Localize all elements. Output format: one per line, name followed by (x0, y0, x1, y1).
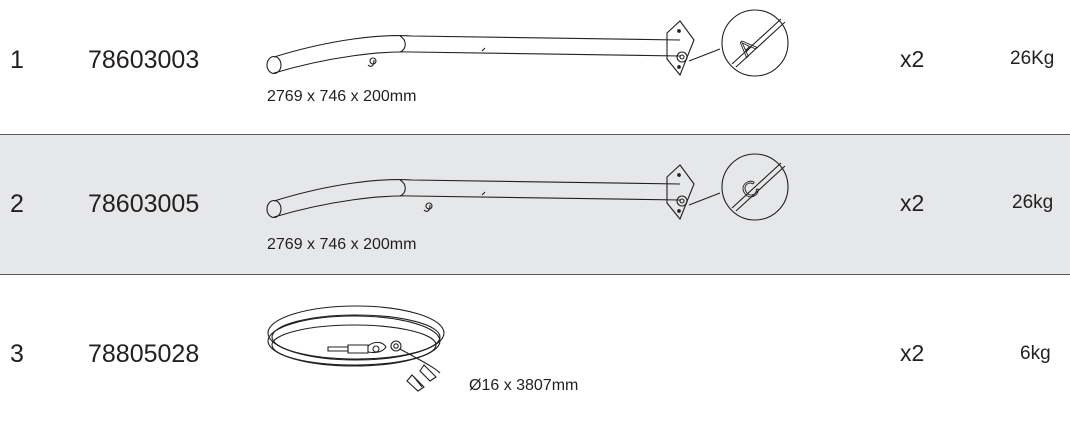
part-index: 1 (10, 46, 24, 74)
part-code: 78603003 (88, 46, 200, 74)
part-dimensions: Ø16 x 3807mm (469, 377, 579, 394)
part-weight: 26Kg (1010, 48, 1055, 69)
part-row-3: 3 78805028 Ø16 x 3807mm x2 6kg (0, 275, 1070, 423)
curved-tube-icon: C (262, 149, 792, 244)
part-code: 78603005 (88, 190, 200, 218)
part-quantity: x2 (900, 190, 925, 216)
part-quantity: x2 (900, 340, 925, 366)
part-weight: 26kg (1012, 192, 1054, 213)
part-quantity: x2 (900, 46, 925, 72)
part-weight: 6kg (1020, 343, 1051, 364)
part-dimensions: 2769 x 746 x 200mm (267, 88, 417, 105)
part-index: 2 (10, 190, 24, 218)
part-code: 78805028 (88, 340, 200, 368)
part-row-2: 2 78603005 C 2769 x 746 x 200mm x2 26kg (0, 134, 1070, 275)
part-dimensions: 2769 x 746 x 200mm (267, 236, 417, 253)
marker-letter: A (732, 33, 760, 61)
part-index: 3 (10, 340, 24, 368)
coiled-cable-icon (264, 295, 464, 395)
part-row-1: 1 78603003 A 2769 x 746 x 200mm x2 26Kg (0, 0, 1070, 134)
curved-tube-icon: A (262, 5, 792, 100)
